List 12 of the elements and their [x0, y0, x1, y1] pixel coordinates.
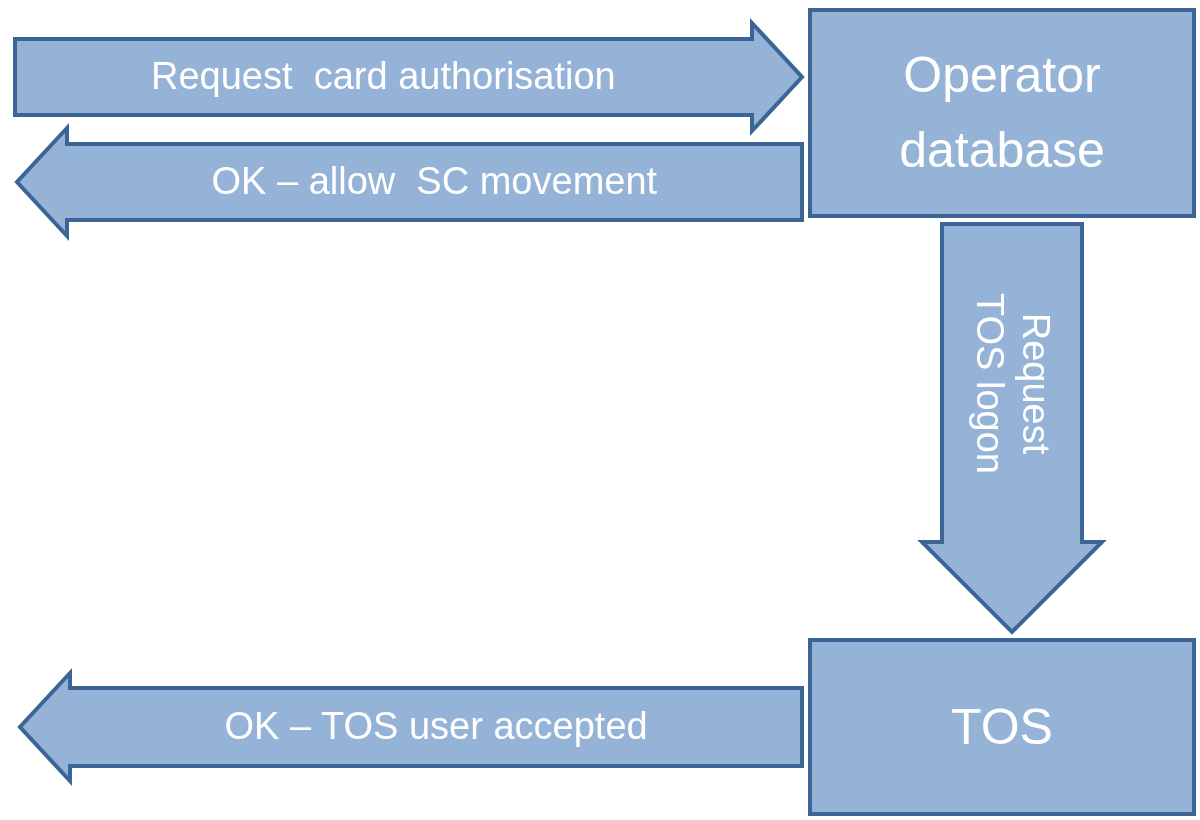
block-arrow — [17, 667, 804, 787]
edge-label: Request TOS logon — [967, 291, 1058, 476]
box-label: Operator database — [898, 46, 1106, 180]
process-box — [808, 638, 1196, 816]
edge-label: OK – TOS user accepted — [224, 704, 648, 749]
block-arrow — [14, 122, 804, 242]
edge-label: Request card authorisation — [151, 54, 616, 99]
block-arrow — [13, 17, 805, 137]
box-label: TOS — [951, 697, 1053, 757]
edge-label: OK – allow SC movement — [211, 159, 658, 204]
process-box — [808, 8, 1196, 218]
block-arrow — [917, 222, 1107, 635]
